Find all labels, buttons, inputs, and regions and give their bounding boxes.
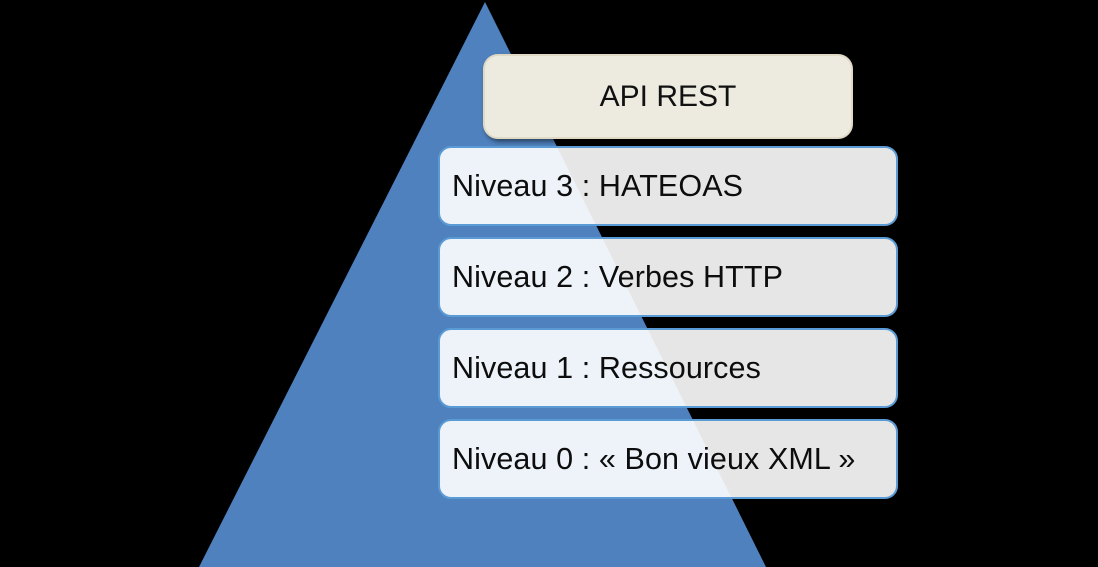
title-box-api-rest[interactable]: API REST [483,54,853,139]
title-box-label: API REST [599,79,737,113]
level-label-0: Niveau 0 : « Bon vieux XML » [452,441,856,476]
level-label-1: Niveau 1 : Ressources [452,350,761,385]
level-box-3[interactable]: Niveau 3 : HATEOAS [438,146,898,226]
level-box-2[interactable]: Niveau 2 : Verbes HTTP [438,237,898,317]
level-box-0[interactable]: Niveau 0 : « Bon vieux XML » [438,419,898,499]
level-label-2: Niveau 2 : Verbes HTTP [452,259,784,294]
level-label-3: Niveau 3 : HATEOAS [452,168,744,203]
level-box-1[interactable]: Niveau 1 : Ressources [438,328,898,408]
